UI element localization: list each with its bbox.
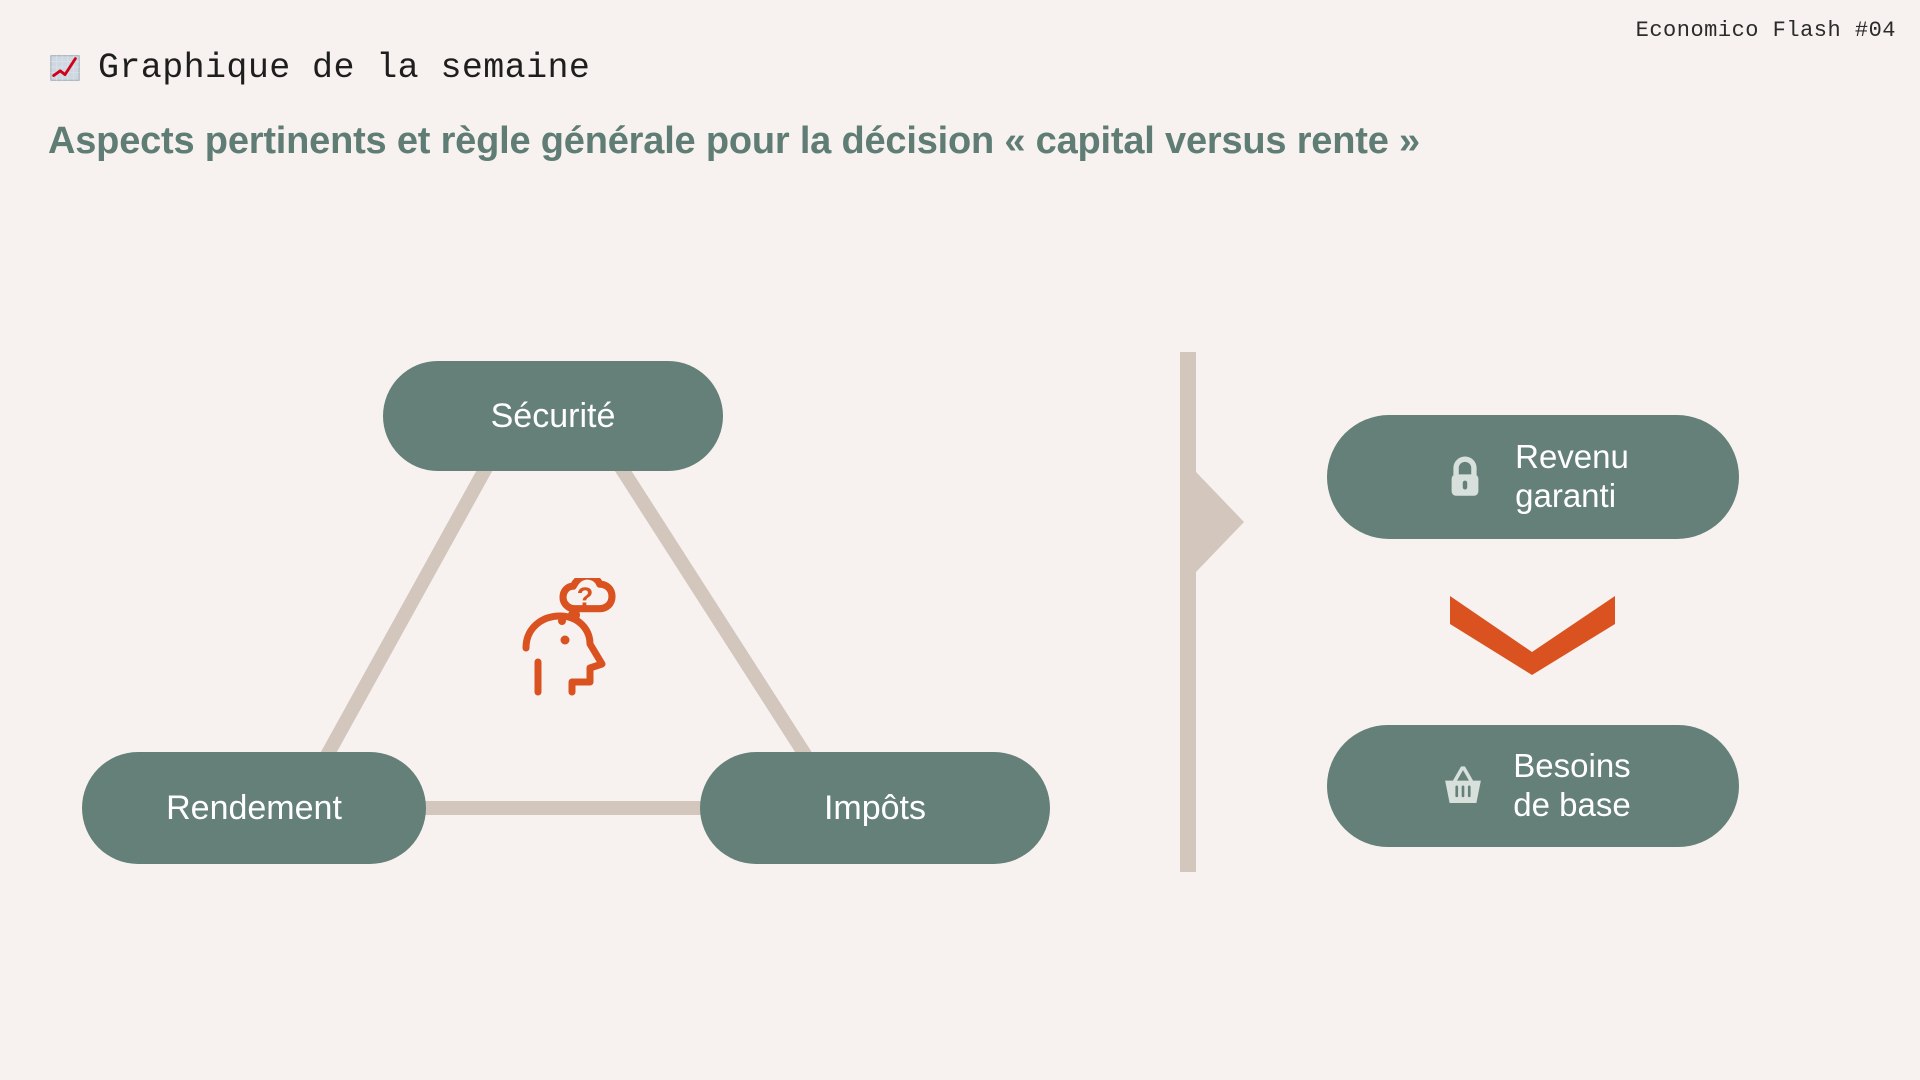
section-divider-arrow: [1160, 352, 1290, 872]
page-subtitle: Aspects pertinents et règle générale pou…: [48, 120, 1420, 162]
chart-increasing-icon: [48, 51, 82, 85]
page-title-row: Graphique de la semaine: [48, 48, 590, 88]
card-revenu-garanti-content: Revenu garanti: [1327, 438, 1739, 516]
lock-icon: [1437, 449, 1493, 505]
node-securite[interactable]: Sécurité: [383, 361, 723, 471]
page-title: Graphique de la semaine: [98, 48, 591, 88]
node-securite-label: Sécurité: [490, 396, 616, 435]
node-rendement-label: Rendement: [166, 788, 342, 827]
node-rendement[interactable]: Rendement: [82, 752, 426, 864]
basket-icon: [1435, 758, 1491, 814]
chevron-down-icon: [1450, 590, 1615, 675]
card-besoins-de-base-content: Besoins de base: [1327, 747, 1739, 825]
card-besoins-de-base-label: Besoins de base: [1513, 747, 1631, 823]
thinking-head-question-icon: ?: [512, 578, 642, 703]
card-besoins-de-base[interactable]: Besoins de base: [1327, 725, 1739, 847]
node-impots-label: Impôts: [823, 788, 927, 827]
card-revenu-garanti[interactable]: Revenu garanti: [1327, 415, 1739, 539]
svg-text:?: ?: [577, 582, 594, 612]
flash-tag: Economico Flash #04: [1635, 18, 1896, 43]
card-revenu-garanti-label: Revenu garanti: [1515, 438, 1629, 514]
node-impots[interactable]: Impôts: [700, 752, 1050, 864]
